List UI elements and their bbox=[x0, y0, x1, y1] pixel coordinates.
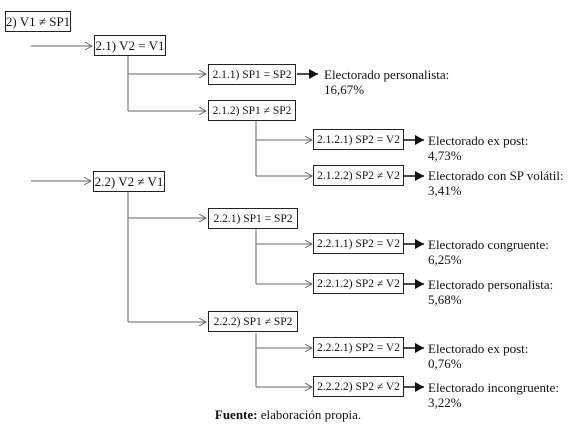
source-text: elaboración propia. bbox=[257, 407, 362, 422]
result-percentage: 3,22% bbox=[428, 395, 462, 410]
result-percentage: 3,41% bbox=[428, 183, 462, 198]
result-label: Electorado personalista: bbox=[428, 277, 554, 292]
result-percentage: 16,67% bbox=[324, 82, 365, 97]
node-2-2-2-1: 2.2.2.1) SP2 = V2 bbox=[313, 337, 404, 358]
result-2-2-2-2: Electorado incongruente: 3,22% bbox=[428, 380, 559, 410]
node-2-2-2: 2.2.2) SP1 ≠ SP2 bbox=[208, 311, 298, 332]
result-label: Electorado ex post: bbox=[428, 341, 529, 356]
result-2-2-2-1: Electorado ex post: 0,76% bbox=[428, 341, 528, 371]
source-note: Fuente: elaboración propia. bbox=[0, 407, 576, 423]
node-2-1: 2.1) V2 = V1 bbox=[94, 35, 166, 56]
result-percentage: 6,25% bbox=[428, 252, 462, 267]
result-label: Electorado con SP volátil: bbox=[428, 168, 564, 183]
result-2-1-1: Electorado personalista: 16,67% bbox=[324, 67, 449, 97]
node-2-1-2: 2.1.2) SP1 ≠ SP2 bbox=[208, 100, 296, 121]
result-label: Electorado incongruente: bbox=[428, 380, 560, 395]
result-2-1-2-1: Electorado ex post: 4,73% bbox=[428, 133, 528, 163]
result-label: Electorado congruente: bbox=[428, 237, 549, 252]
node-2-2-1: 2.2.1) SP1 = SP2 bbox=[208, 208, 298, 229]
node-2-1-2-2: 2.1.2.2) SP2 ≠ V2 bbox=[313, 165, 404, 186]
root-node: 2) V1 ≠ SP1 bbox=[5, 11, 71, 32]
node-2-1-1: 2.1.1) SP1 = SP2 bbox=[208, 64, 296, 85]
result-percentage: 0,76% bbox=[428, 356, 462, 371]
result-label: Electorado ex post: bbox=[428, 133, 529, 148]
result-2-2-1-2: Electorado personalista: 5,68% bbox=[428, 277, 553, 307]
result-label: Electorado personalista: bbox=[324, 67, 450, 82]
source-label: Fuente: bbox=[214, 407, 258, 422]
node-2-2-1-2: 2.2.1.2) SP2 ≠ V2 bbox=[313, 273, 404, 294]
node-2-1-2-1: 2.1.2.1) SP2 = V2 bbox=[313, 129, 404, 150]
result-percentage: 5,68% bbox=[428, 292, 462, 307]
result-percentage: 4,73% bbox=[428, 148, 462, 163]
node-2-2: 2.2) V2 ≠ V1 bbox=[93, 171, 165, 192]
node-2-2-1-1: 2.2.1.1) SP2 = V2 bbox=[313, 233, 404, 254]
result-2-1-2-2: Electorado con SP volátil: 3,41% bbox=[428, 168, 564, 198]
node-2-2-2-2: 2.2.2.2) SP2 ≠ V2 bbox=[313, 376, 404, 397]
result-2-2-1-1: Electorado congruente: 6,25% bbox=[428, 237, 549, 267]
